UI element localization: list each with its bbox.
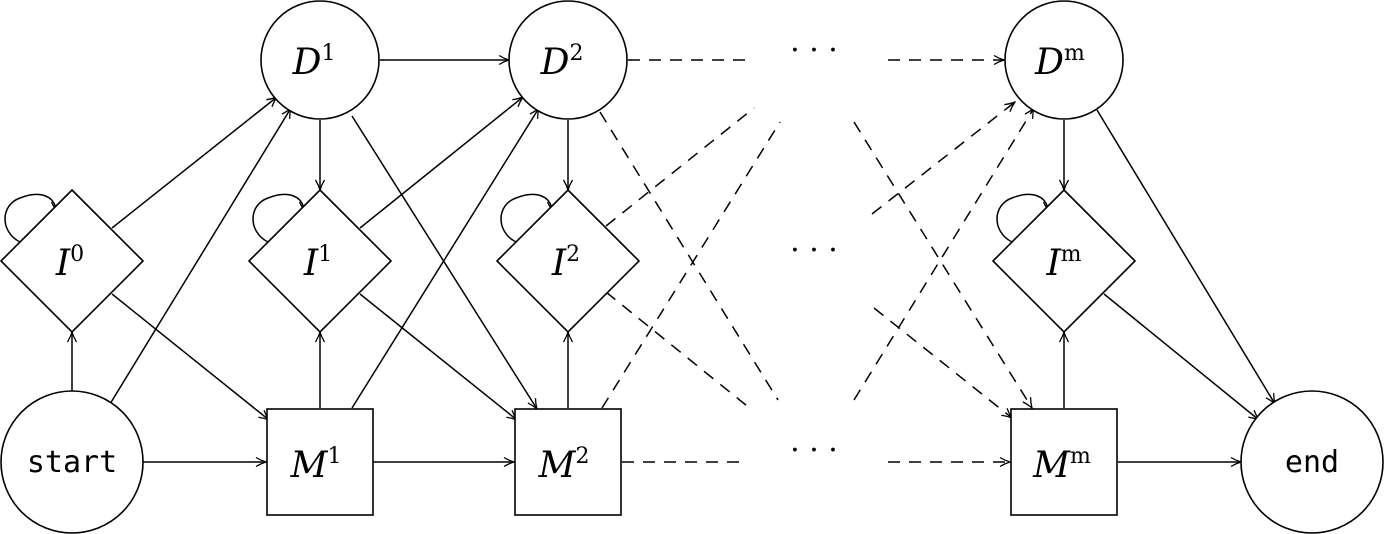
- edge-I0-D1: [111, 97, 277, 229]
- edge-M1-D2: [351, 108, 539, 409]
- svg-text:D1: D1: [292, 41, 336, 83]
- ellipsis-bottom: · · ·: [790, 433, 838, 468]
- node-Dm-sup: m: [1064, 41, 1085, 66]
- node-D1-base: D: [292, 42, 322, 83]
- edge-start-D1: [109, 108, 291, 405]
- node-I2-base: I: [551, 243, 567, 284]
- svg-text:M2: M2: [538, 444, 590, 486]
- node-D1: D1: [260, 0, 380, 120]
- loop-I0: [4, 193, 56, 243]
- node-Mm-sup: m: [1070, 444, 1091, 469]
- node-Im: Im: [991, 188, 1137, 334]
- node-I1-base: I: [303, 243, 319, 284]
- svg-text:M1: M1: [290, 444, 342, 486]
- edge-I1-M2: [359, 293, 517, 420]
- edge-Dm-end: [1096, 109, 1275, 404]
- node-Dm: Dm: [1004, 0, 1124, 120]
- edge-I0-M1: [111, 293, 269, 420]
- edge-I2-out-down: [605, 291, 753, 411]
- node-start: start: [0, 390, 144, 534]
- svg-text:I0: I0: [55, 242, 84, 284]
- ellipsis-top: · · ·: [790, 33, 838, 68]
- node-D2-sup: 2: [569, 41, 583, 66]
- loop-I2: [500, 193, 552, 243]
- edge-I2-out-up: [605, 107, 755, 227]
- node-M1-base: M: [290, 445, 329, 486]
- edge-Im-end: [1103, 293, 1259, 420]
- edge-D1-M2: [351, 115, 537, 409]
- node-end-label: end: [1285, 445, 1339, 480]
- svg-text:Dm: Dm: [1034, 41, 1085, 83]
- node-start-label: start: [27, 445, 117, 480]
- edge-I1-D2: [359, 97, 523, 229]
- loop-Im: [996, 193, 1048, 243]
- node-I0-base: I: [55, 243, 71, 284]
- node-Im-sup: m: [1061, 242, 1082, 267]
- node-Mm: Mm: [1010, 408, 1118, 516]
- node-Mm-base: M: [1032, 445, 1071, 486]
- node-Im-base: I: [1045, 243, 1061, 284]
- node-M2-base: M: [538, 445, 577, 486]
- node-M1: M1: [266, 408, 374, 516]
- node-I2: I2: [495, 188, 641, 334]
- node-Dm-base: D: [1034, 42, 1064, 83]
- svg-text:I1: I1: [303, 242, 332, 284]
- node-end: end: [1240, 390, 1384, 534]
- edge-in-Dm-from-I: [871, 102, 1015, 215]
- svg-text:D2: D2: [540, 41, 584, 83]
- edge-in-Mm-from-D: [853, 121, 1032, 408]
- node-M2: M2: [514, 408, 622, 516]
- svg-text:I2: I2: [551, 242, 580, 284]
- node-I1-sup: 1: [318, 242, 332, 267]
- dashed-edges: [599, 60, 1034, 462]
- loop-I1: [252, 193, 304, 243]
- edge-M2-out: [601, 121, 781, 409]
- node-M2-sup: 2: [575, 444, 589, 469]
- node-D1-sup: 1: [321, 41, 335, 66]
- edge-in-Dm-from-M: [853, 108, 1034, 401]
- node-M1-sup: 1: [327, 444, 341, 469]
- node-D2: D2: [508, 0, 628, 120]
- solid-edges: [4, 60, 1275, 462]
- node-I0-sup: 0: [70, 242, 84, 267]
- ellipsis-middle: · · ·: [790, 233, 838, 268]
- node-I2-sup: 2: [566, 242, 580, 267]
- edge-D2-out: [599, 111, 779, 401]
- node-D2-base: D: [540, 42, 570, 83]
- node-I1: I1: [247, 188, 393, 334]
- svg-text:Im: Im: [1045, 242, 1081, 284]
- node-I0: I0: [0, 188, 145, 334]
- svg-text:Mm: Mm: [1032, 444, 1091, 486]
- edge-in-Mm-from-I: [873, 307, 1012, 418]
